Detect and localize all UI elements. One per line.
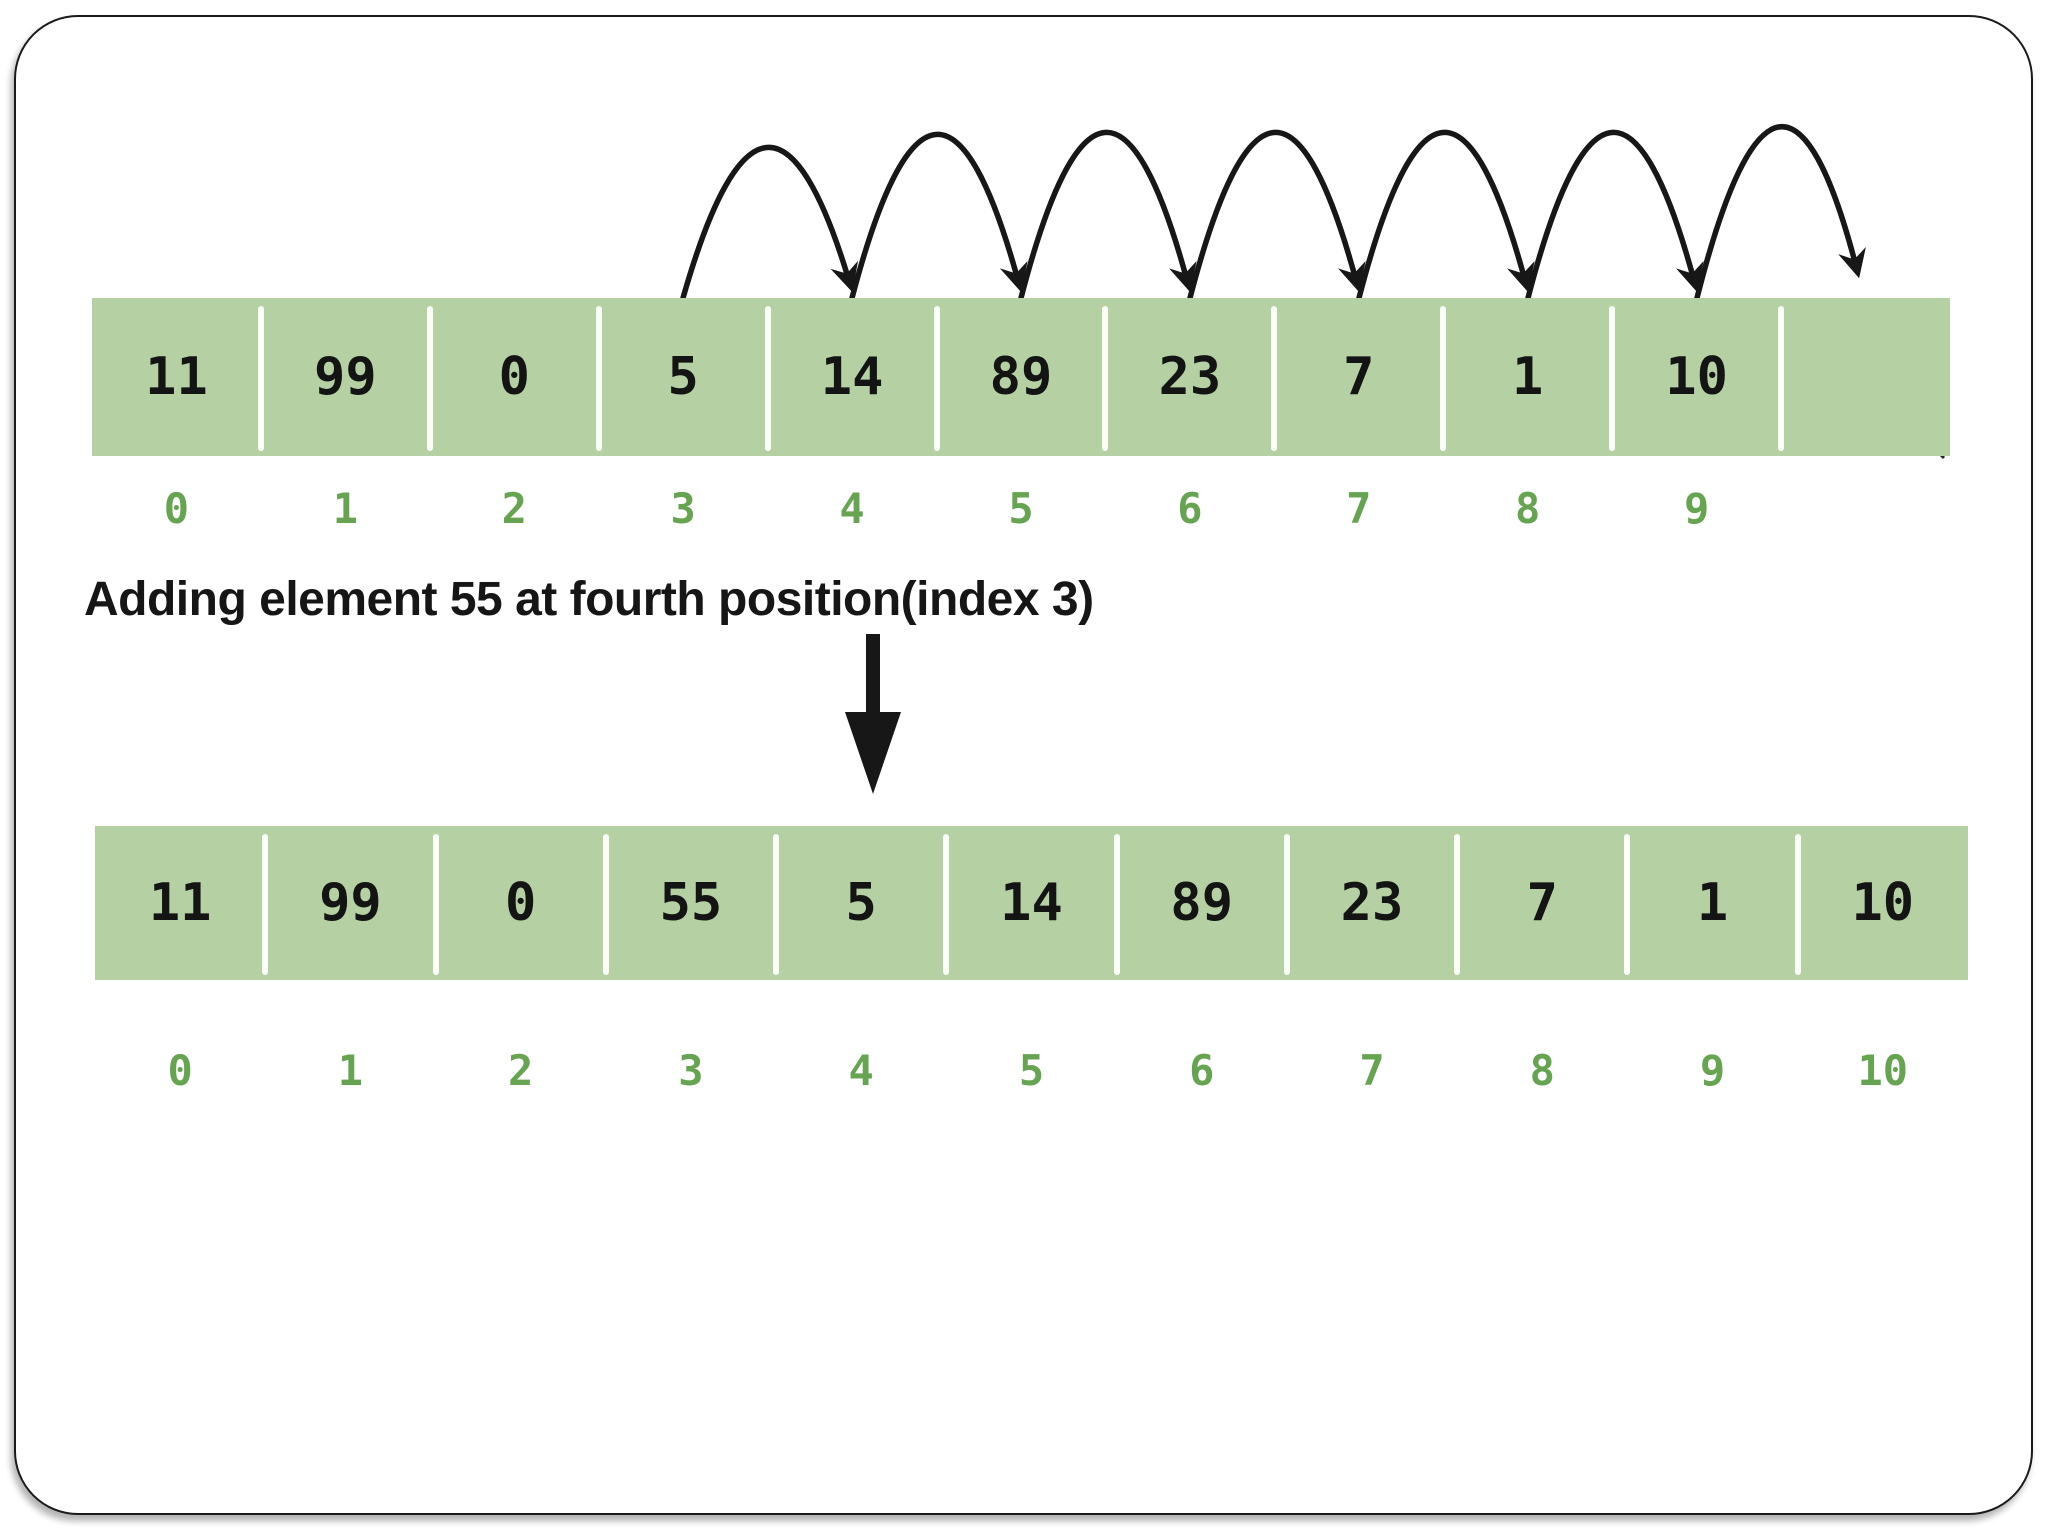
array-cell-empty	[1781, 298, 1950, 456]
index-label: 1	[332, 483, 358, 533]
array-cell: 5	[598, 298, 771, 456]
array-cell: 10	[1612, 298, 1784, 456]
array-cell: 23	[1105, 298, 1278, 456]
array-cell: 0	[429, 298, 602, 456]
index-label: 4	[848, 1045, 874, 1095]
index-label: 7	[1359, 1045, 1385, 1095]
index-label-spacer	[1781, 480, 1950, 536]
index-label: 9	[1699, 1045, 1726, 1095]
array-after-insertion: 11 99 0 55 5 14 89 23 7 1 10	[95, 826, 1968, 980]
caption-text: Adding element 55 at fourth position(ind…	[84, 573, 1094, 626]
array-cell: 99	[260, 298, 433, 456]
array-cell: 99	[265, 826, 439, 980]
array-cell: 10	[1797, 826, 1968, 980]
index-label: 10	[1857, 1045, 1909, 1095]
array-cell: 11	[95, 826, 269, 980]
array-before-insertion: 11 99 0 5 14 89 23 7 1 10	[92, 298, 1950, 456]
index-label: 8	[1515, 483, 1541, 533]
index-label: 7	[1346, 483, 1372, 533]
array-cell: 5	[776, 826, 950, 980]
index-label: 1	[337, 1045, 364, 1095]
index-label: 0	[163, 483, 190, 533]
index-row-before: 0 1 2 3 4 5 6 7 8 9	[92, 480, 1950, 536]
array-cell: 14	[946, 826, 1120, 980]
index-label: 3	[678, 1045, 704, 1095]
index-label: 5	[1018, 1045, 1045, 1095]
index-label: 9	[1683, 483, 1710, 533]
index-label: 4	[839, 483, 865, 533]
array-cell: 14	[767, 298, 940, 456]
index-label: 3	[670, 483, 696, 533]
array-cell-inserted: 55	[605, 826, 780, 980]
index-row-after: 0 1 2 3 4 5 6 7 8 9 10	[95, 1042, 1968, 1098]
array-cell: 1	[1627, 826, 1801, 980]
array-cell: 1	[1443, 298, 1616, 456]
array-cell: 7	[1274, 298, 1447, 456]
array-cell: 0	[435, 826, 610, 980]
index-label: 6	[1177, 483, 1203, 533]
index-label: 2	[508, 1045, 534, 1095]
array-cell: 89	[1116, 826, 1291, 980]
array-cell: 23	[1286, 826, 1461, 980]
index-label: 0	[167, 1045, 193, 1095]
index-label: 8	[1529, 1045, 1555, 1095]
index-label: 5	[1008, 483, 1034, 533]
array-cell: 11	[92, 298, 264, 456]
index-label: 6	[1189, 1045, 1215, 1095]
array-cell: 7	[1457, 826, 1631, 980]
figure-frame	[14, 15, 2033, 1515]
array-cell: 89	[936, 298, 1109, 456]
index-label: 2	[501, 483, 527, 533]
